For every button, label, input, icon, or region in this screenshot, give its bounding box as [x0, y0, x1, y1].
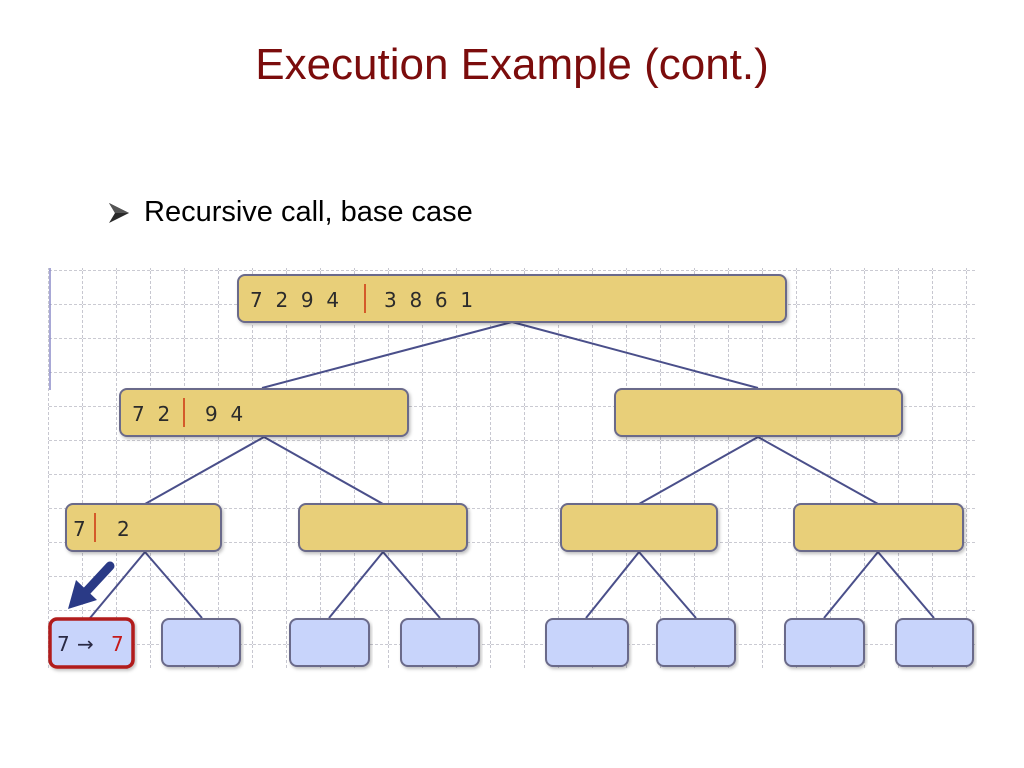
leaf-node-2 [161, 618, 241, 667]
maps-to-arrow: → [77, 632, 94, 656]
level1-node-left: 7 2 9 4 [119, 388, 409, 437]
level1-left-sequence: 7 2 [132, 402, 170, 426]
arrowhead-bullet-icon [109, 202, 129, 223]
base-case-input: 7 [57, 632, 70, 656]
root-node: 7 2 9 4 3 8 6 1 [237, 274, 787, 323]
leaf-node-3 [289, 618, 370, 667]
bullet-text: Recursive call, base case [144, 196, 473, 228]
leaf-node-6 [656, 618, 736, 667]
base-case-output: 7 [111, 632, 124, 656]
root-left-sequence: 7 2 9 4 [250, 288, 339, 312]
root-right-sequence: 3 8 6 1 [384, 288, 473, 312]
level2-right-sequence: 2 [117, 517, 130, 541]
slide-title: Execution Example (cont.) [255, 40, 769, 89]
level2-node-4 [793, 503, 964, 552]
leaf-node-7 [784, 618, 865, 667]
leaf-node-5 [545, 618, 629, 667]
grid-background [48, 268, 976, 668]
level1-node-right [614, 388, 903, 437]
bullet-point: Recursive call, base case [106, 196, 473, 229]
base-case-leaf-node: 7 → 7 [48, 617, 135, 669]
level2-node-2 [298, 503, 468, 552]
level1-right-sequence: 9 4 [205, 402, 243, 426]
tree-edges [89, 321, 935, 619]
leaf-node-8 [895, 618, 974, 667]
level2-left-sequence: 7 [73, 517, 86, 541]
level2-node-1: 7 2 [65, 503, 222, 552]
level2-node-3 [560, 503, 718, 552]
pointer-arrow-icon [68, 561, 115, 609]
leaf-node-4 [400, 618, 480, 667]
